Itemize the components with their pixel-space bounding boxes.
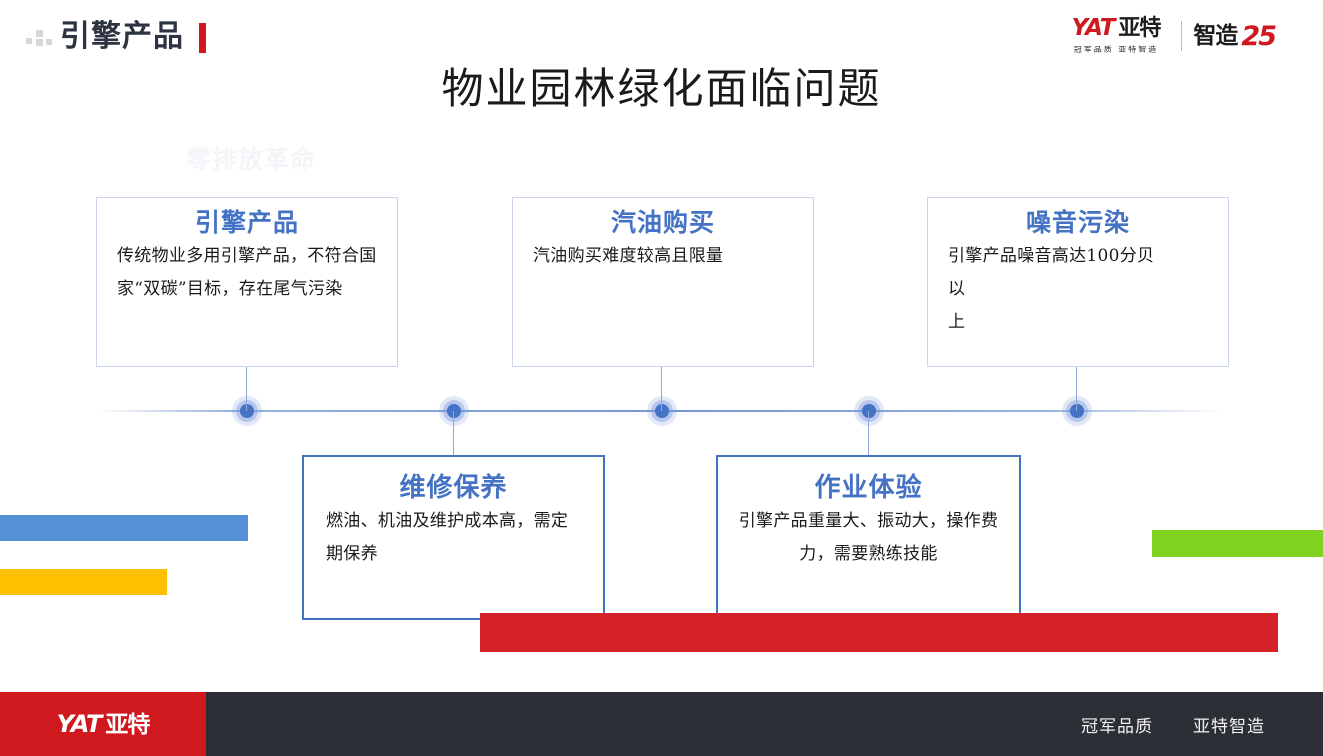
connector-stem-2 xyxy=(661,367,662,411)
card-gasoline-purchase[interactable]: 汽油购买 汽油购买难度较高且限量 xyxy=(512,197,814,367)
brand-logo-divider xyxy=(1181,21,1183,51)
card-body: 引擎产品噪音高达100分贝 以 上 xyxy=(948,246,1155,332)
brand-logo: YAT 亚特 冠军品质 亚特智造 智造 25 xyxy=(1072,14,1277,58)
brand-logo-secondary: 智造 25 xyxy=(1193,20,1277,52)
decor-bar-green xyxy=(1152,530,1323,557)
brand-logo-zhizao: 智造 xyxy=(1193,22,1238,49)
brand-logo-tagline: 冠军品质 亚特智造 xyxy=(1073,45,1159,54)
brand-logo-primary: YAT 亚特 冠军品质 亚特智造 xyxy=(1072,17,1171,55)
timeline-dot-3[interactable] xyxy=(647,396,677,426)
timeline-dot-2[interactable] xyxy=(439,396,469,426)
page-title: 物业园林绿化面临问题 xyxy=(441,64,882,113)
timeline-dot-1[interactable] xyxy=(232,396,262,426)
card-noise-pollution[interactable]: 噪音污染 引擎产品噪音高达100分贝 以 上 xyxy=(927,197,1229,367)
connector-stem-4 xyxy=(453,411,454,455)
footer-tag-manufacturing: 亚特智造 xyxy=(1193,716,1265,737)
card-title: 引擎产品 xyxy=(194,208,299,237)
card-body: 传统物业多用引擎产品，不符合国家“双碳”目标，存在尾气污染 xyxy=(117,246,377,299)
decor-bar-red xyxy=(480,613,1278,652)
connector-stem-5 xyxy=(868,411,869,455)
decor-bar-blue xyxy=(0,515,248,541)
header-label: 引擎产品 xyxy=(60,19,184,54)
card-body: 引擎产品重量大、振动大，操作费力，需要熟练技能 xyxy=(738,511,999,564)
footer-tag-quality: 冠军品质 xyxy=(1081,716,1153,737)
card-body: 汽油购买难度较高且限量 xyxy=(533,246,724,266)
card-title: 汽油购买 xyxy=(610,208,715,237)
timeline-dot-5[interactable] xyxy=(1062,396,1092,426)
card-title: 噪音污染 xyxy=(1025,208,1130,237)
brand-logo-yat: YAT xyxy=(1071,15,1116,41)
grid-dots-icon xyxy=(26,27,52,47)
ghost-watermark-text: 零排放革命 xyxy=(186,145,317,174)
card-engine-product[interactable]: 引擎产品 传统物业多用引擎产品，不符合国家“双碳”目标，存在尾气污染 xyxy=(96,197,398,367)
header-accent-bar xyxy=(199,23,206,53)
footer-taglines: 冠军品质 亚特智造 xyxy=(1081,692,1265,756)
card-work-experience[interactable]: 作业体验 引擎产品重量大、振动大，操作费力，需要熟练技能 xyxy=(716,455,1021,620)
connector-stem-1 xyxy=(246,367,247,411)
brand-logo-cn: 亚特 xyxy=(1118,16,1161,41)
brand-logo-25: 25 xyxy=(1241,20,1277,52)
card-body: 燃油、机油及维护成本高，需定期保养 xyxy=(326,511,569,564)
card-title: 维修保养 xyxy=(399,473,508,503)
footer-logo-cn: 亚特 xyxy=(105,711,150,738)
decor-bar-yellow xyxy=(0,569,167,595)
card-maintenance[interactable]: 维修保养 燃油、机油及维护成本高，需定期保养 xyxy=(302,455,605,620)
footer-logo-yat: YAT xyxy=(56,709,103,738)
footer-bar: YAT 亚特 冠军品质 亚特智造 xyxy=(0,692,1323,756)
card-title: 作业体验 xyxy=(814,473,923,503)
connector-stem-3 xyxy=(1076,367,1077,411)
footer-logo-block: YAT 亚特 xyxy=(0,692,206,756)
timeline-dot-4[interactable] xyxy=(854,396,884,426)
